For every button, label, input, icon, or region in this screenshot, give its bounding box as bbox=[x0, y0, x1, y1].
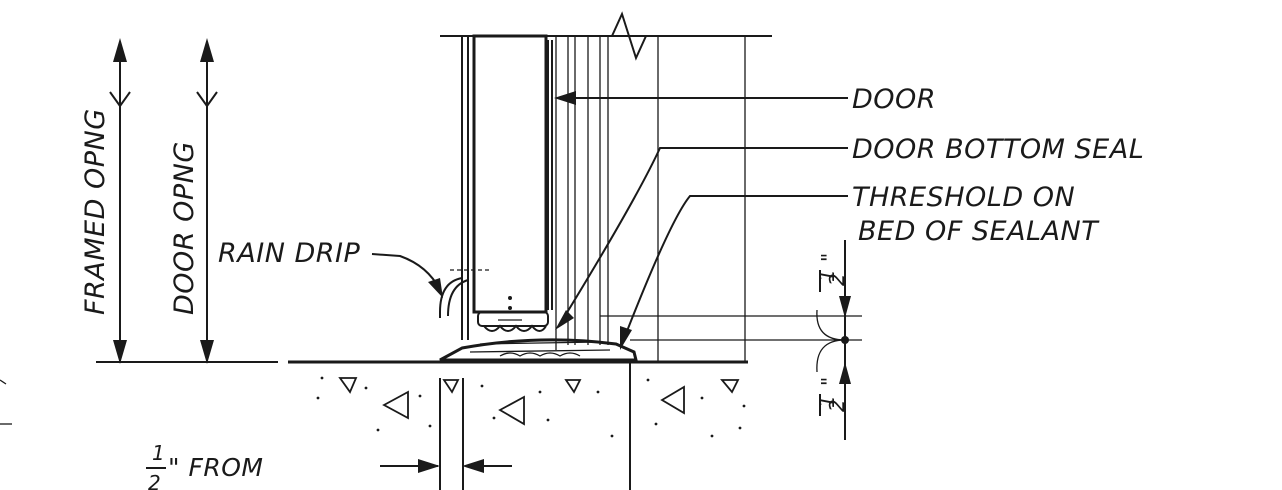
door-opening-dimension: DOOR OPNG bbox=[169, 38, 218, 364]
lower-half-inch-dim: 1 2 " bbox=[815, 376, 849, 416]
jamb-lines bbox=[461, 36, 746, 362]
stray-mark-2 bbox=[0, 379, 7, 385]
rain-drip-callout: RAIN DRIP bbox=[218, 238, 443, 298]
threshold-label-line1: THRESHOLD ON bbox=[852, 182, 1075, 213]
threshold-label-line2: BED OF SEALANT bbox=[858, 216, 1100, 247]
threshold-callout: THRESHOLD ON BED OF SEALANT bbox=[620, 182, 1100, 350]
door-opening-label: DOOR OPNG bbox=[169, 141, 200, 315]
lower-dim-unit: " bbox=[817, 376, 841, 386]
bottom-note: 1 2 " FROM bbox=[146, 441, 263, 490]
rain-drip bbox=[439, 269, 490, 318]
framed-opening-label: FRAMED OPNG bbox=[80, 108, 111, 315]
lower-dim-denominator: 2 bbox=[825, 399, 849, 412]
upper-dim-unit: " bbox=[817, 252, 841, 262]
bottom-gap-dimension bbox=[380, 459, 512, 473]
door-callout: DOOR bbox=[554, 84, 936, 115]
door-label: DOOR bbox=[852, 84, 936, 115]
door-bottom-seal-label: DOOR BOTTOM SEAL bbox=[852, 134, 1144, 165]
floor-slab bbox=[288, 360, 748, 490]
door-bottom-seal-callout: DOOR BOTTOM SEAL bbox=[555, 134, 1144, 330]
upper-dim-denominator: 2 bbox=[825, 273, 849, 286]
door-bottom-seal bbox=[477, 296, 549, 332]
bottom-note-denominator: 2 bbox=[148, 471, 161, 490]
rain-drip-label: RAIN DRIP bbox=[218, 238, 360, 269]
right-vertical-dimension bbox=[600, 240, 862, 440]
upper-half-inch-dim: 1 2 " bbox=[815, 252, 849, 292]
framed-opening-dimension: FRAMED OPNG bbox=[80, 38, 131, 364]
threshold bbox=[439, 338, 638, 362]
bottom-note-numerator: 1 bbox=[152, 441, 165, 465]
bottom-note-text: " FROM bbox=[168, 453, 263, 482]
